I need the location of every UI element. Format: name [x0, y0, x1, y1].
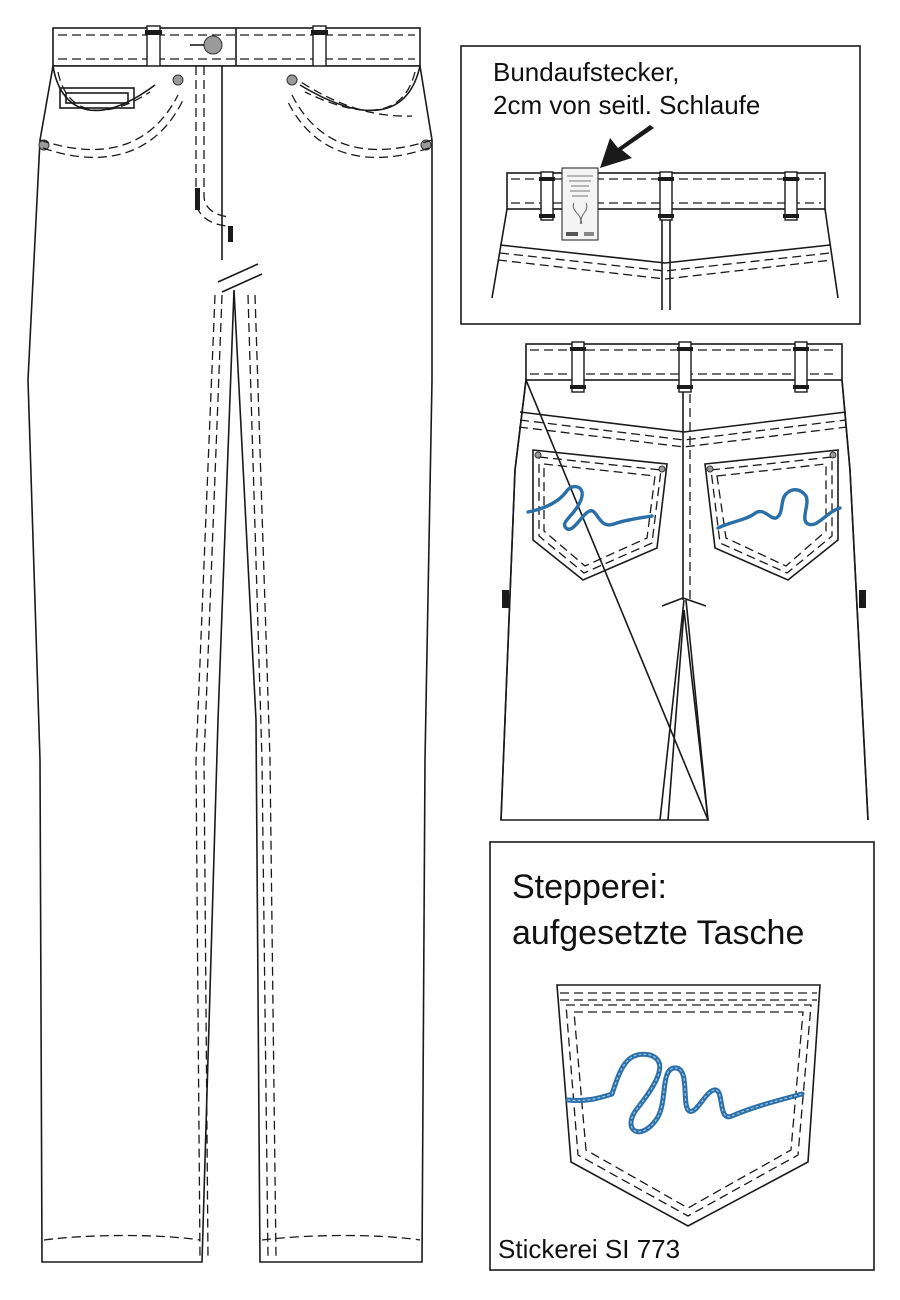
rivet-icon: [286, 74, 298, 86]
rivet-icon: [172, 74, 184, 86]
stitching-title-line2: aufgesetzte Tasche: [512, 914, 804, 952]
detail-note-line1: Bundaufstecker,: [493, 57, 679, 87]
hang-tag-icon: [561, 167, 599, 241]
front-view-jeans: [27, 25, 433, 1263]
embroidery-right-pocket: [716, 488, 842, 530]
back-right-pocket: [704, 449, 839, 581]
back-left-pocket: [532, 449, 668, 581]
stitching-title-line1: Stepperei:: [512, 868, 667, 906]
front-button: [203, 35, 223, 55]
front-label-patch: [59, 87, 135, 109]
arrow-icon: [600, 125, 654, 168]
patch-pocket-outline: [556, 984, 821, 1227]
embroidery-left-pocket: [526, 484, 654, 531]
detail-note-line2: 2cm von seitl. Schlaufe: [493, 90, 760, 120]
pocket-stitching-panel: Stepperei: aufgesetzte Tasche Stickerei …: [489, 841, 875, 1271]
embroidery-code-label: Stickerei SI 773: [498, 1234, 680, 1264]
waistband-label-detail-panel: Bundaufstecker, 2cm von seitl. Schlaufe: [460, 45, 861, 325]
front-leg-outline: [27, 65, 433, 1263]
back-view-jeans: [500, 341, 869, 821]
